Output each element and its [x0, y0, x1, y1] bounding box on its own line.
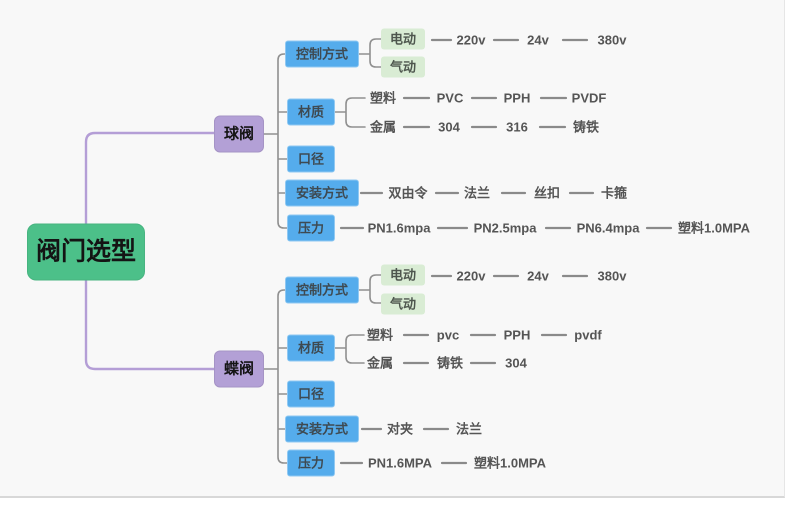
ball-metal-node[interactable]: 金属 — [369, 119, 397, 135]
butterfly-plastic10-node[interactable]: 塑料1.0MPA — [474, 455, 546, 471]
butterfly-valve-node[interactable]: 蝶阀 — [213, 350, 265, 388]
butterfly-voltage-24v[interactable]: 24v — [527, 268, 549, 284]
ball-voltage-24v[interactable]: 24v — [527, 32, 549, 48]
ball-voltage-220v[interactable]: 220v — [456, 32, 486, 48]
ball-cast-iron-node[interactable]: 铸铁 — [572, 119, 600, 135]
butterfly-304-node[interactable]: 304 — [505, 355, 527, 371]
ball-union-node[interactable]: 双由令 — [388, 185, 428, 201]
ball-plastic-node[interactable]: 塑料 — [369, 90, 397, 106]
ball-pressure-node[interactable]: 压力 — [286, 214, 336, 242]
butterfly-flange-node[interactable]: 法兰 — [455, 421, 483, 437]
butterfly-pn16-node[interactable]: PN1.6MPA — [367, 455, 433, 471]
butterfly-pvc-node[interactable]: pvc — [436, 327, 460, 343]
butterfly-pph-node[interactable]: PPH — [503, 327, 531, 343]
butterfly-wafer-node[interactable]: 对夹 — [386, 421, 414, 437]
ball-clamp-node[interactable]: 卡箍 — [600, 185, 628, 201]
ball-pvc-node[interactable]: PVC — [436, 90, 464, 106]
ball-plastic10-node[interactable]: 塑料1.0MPA — [678, 220, 750, 236]
ball-pn16-node[interactable]: PN1.6mpa — [367, 220, 431, 236]
ball-flange-node[interactable]: 法兰 — [463, 185, 491, 201]
butterfly-diameter-node[interactable]: 口径 — [286, 380, 336, 408]
ball-control-method-node[interactable]: 控制方式 — [284, 40, 360, 68]
ball-material-node[interactable]: 材质 — [286, 98, 336, 126]
ball-voltage-380v[interactable]: 380v — [597, 32, 627, 48]
butterfly-plastic-node[interactable]: 塑料 — [366, 327, 394, 343]
butterfly-metal-node[interactable]: 金属 — [366, 355, 394, 371]
butterfly-voltage-380v[interactable]: 380v — [597, 268, 627, 284]
butterfly-install-node[interactable]: 安装方式 — [284, 415, 360, 443]
butterfly-material-node[interactable]: 材质 — [286, 334, 336, 362]
butterfly-control-method-node[interactable]: 控制方式 — [284, 276, 360, 304]
ball-install-node[interactable]: 安装方式 — [284, 179, 360, 207]
mindmap-canvas: 阀门选型 球阀 蝶阀 控制方式 材质 口径 安装方式 压力 电动 气动 220v… — [0, 0, 785, 498]
ball-pn25-node[interactable]: PN2.5mpa — [473, 220, 537, 236]
ball-pvdf-node[interactable]: PVDF — [571, 90, 607, 106]
butterfly-pressure-node[interactable]: 压力 — [286, 449, 336, 477]
ball-pneumatic-node[interactable]: 气动 — [380, 56, 426, 78]
ball-316-node[interactable]: 316 — [506, 119, 528, 135]
ball-304-node[interactable]: 304 — [438, 119, 460, 135]
butterfly-cast-iron-node[interactable]: 铸铁 — [436, 355, 464, 371]
ball-pph-node[interactable]: PPH — [503, 90, 531, 106]
ball-electric-node[interactable]: 电动 — [380, 28, 426, 50]
ball-diameter-node[interactable]: 口径 — [286, 145, 336, 173]
ball-thread-node[interactable]: 丝扣 — [533, 185, 561, 201]
butterfly-voltage-220v[interactable]: 220v — [456, 268, 486, 284]
butterfly-electric-node[interactable]: 电动 — [380, 264, 426, 286]
ball-valve-node[interactable]: 球阀 — [213, 115, 265, 153]
ball-pn64-node[interactable]: PN6.4mpa — [576, 220, 640, 236]
root-node[interactable]: 阀门选型 — [26, 223, 146, 281]
butterfly-pvdf-node[interactable]: pvdf — [574, 327, 602, 343]
root-branch-connector — [84, 131, 218, 371]
butterfly-pneumatic-node[interactable]: 气动 — [380, 293, 426, 315]
